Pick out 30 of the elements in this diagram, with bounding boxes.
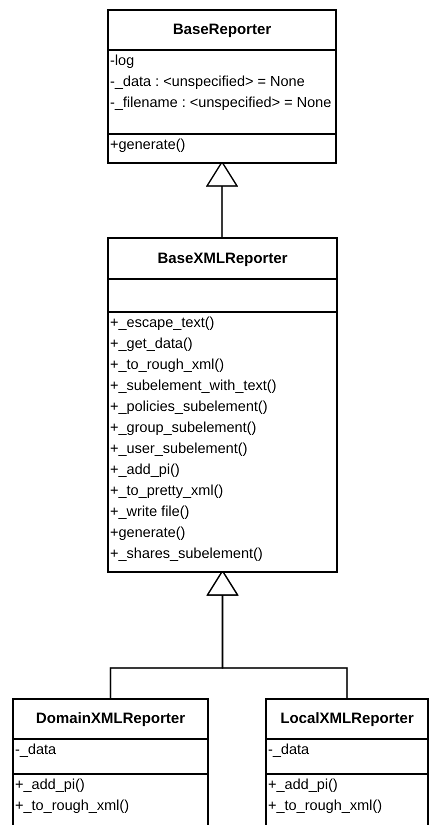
member-text: +_add_pi() [14, 776, 86, 795]
member-text: +generate() [109, 524, 186, 543]
member-text: +_escape_text() [109, 314, 216, 333]
member-text: +_group_subelement() [109, 419, 258, 438]
class-box [12, 698, 209, 825]
member-text: +_write file() [109, 503, 190, 522]
member-text: +_shares_subelement() [109, 545, 264, 564]
member-text: +_add_pi() [109, 461, 181, 480]
member-text: -_data : <unspecified> = None [109, 73, 306, 92]
member-text: -_data [14, 741, 58, 760]
member-text: -_filename : <unspecified> = None [109, 94, 332, 113]
member-text: -_data [267, 741, 310, 760]
member-text: +_to_pretty_xml() [109, 482, 224, 501]
member-text: +_add_pi() [267, 776, 339, 795]
class-name: DomainXMLReporter [36, 710, 186, 727]
class-box [107, 237, 338, 573]
member-text: +_to_rough_xml() [14, 797, 130, 816]
member-text: +generate() [109, 136, 186, 155]
class-name: BaseXMLReporter [157, 250, 288, 267]
member-text: +_policies_subelement() [109, 398, 269, 417]
class-box [265, 698, 429, 825]
class-name: BaseReporter [172, 21, 272, 38]
member-text: +_user_subelement() [109, 440, 248, 459]
member-text: -log [109, 52, 136, 71]
class-name: LocalXMLReporter [280, 710, 414, 727]
member-text: +_to_rough_xml() [109, 356, 226, 375]
member-text: +_subelement_with_text() [109, 377, 278, 396]
member-text: +_to_rough_xml() [267, 797, 384, 816]
class-box [107, 9, 337, 164]
member-text: +_get_data() [109, 335, 194, 354]
